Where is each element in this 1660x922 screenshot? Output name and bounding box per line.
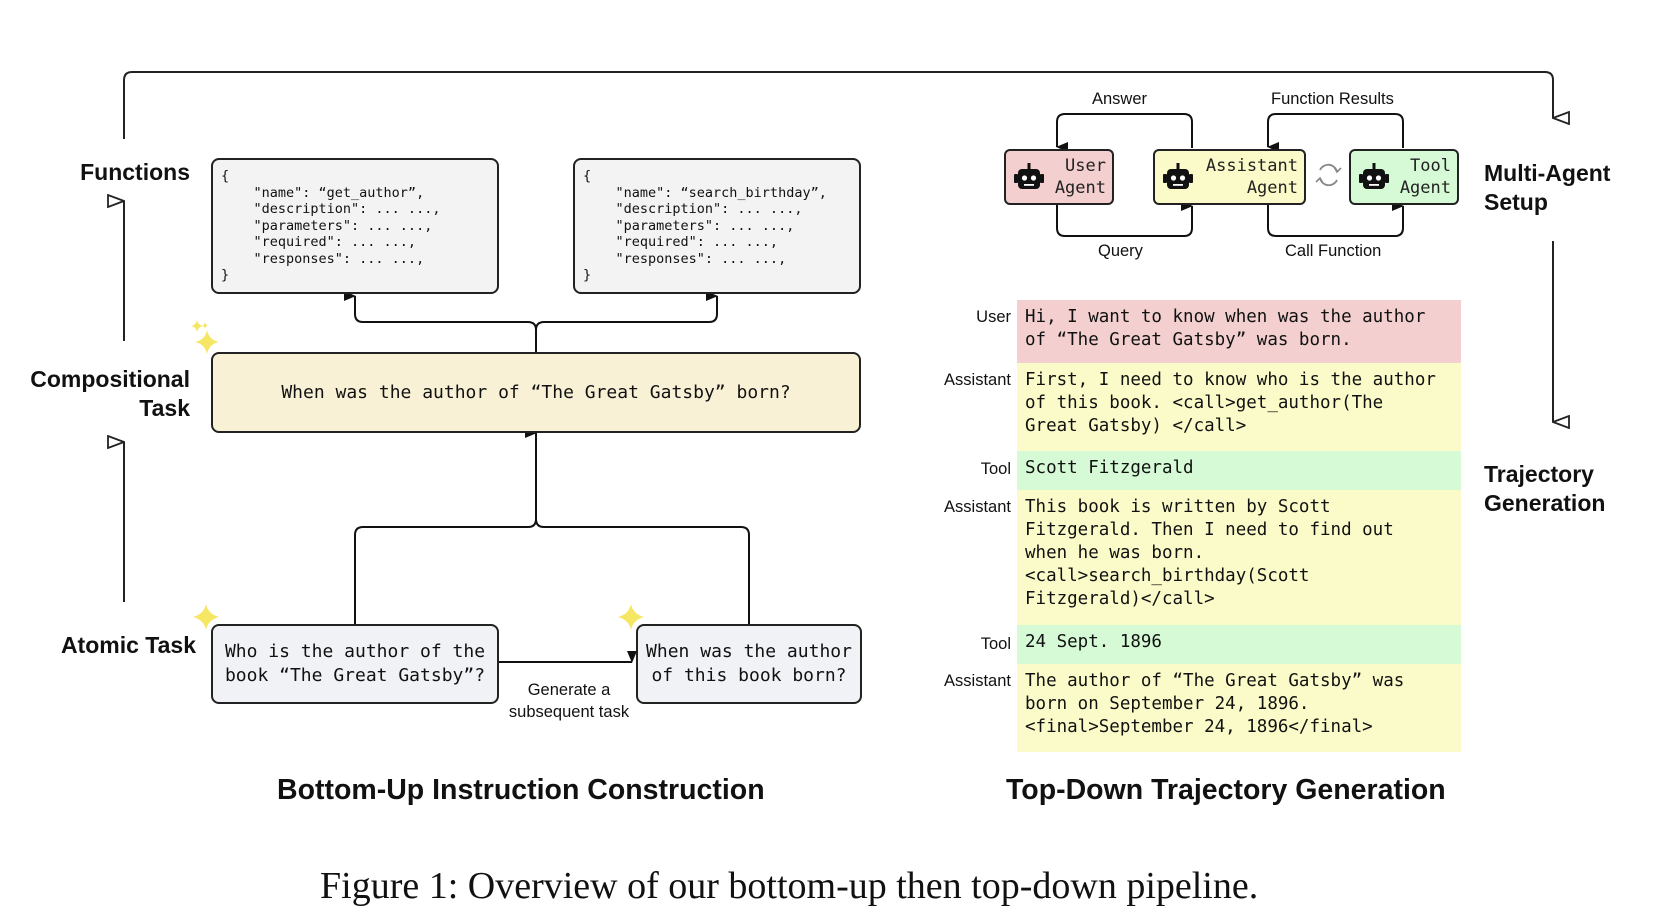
- atomic-task-text-1: Who is the author of the book “The Great…: [224, 641, 486, 686]
- role-label-tool: Tool: [980, 635, 1011, 653]
- message-user: Hi, I want to know when was the author o…: [1017, 300, 1461, 363]
- functions-label: Functions: [80, 159, 190, 185]
- robot-icon: [1163, 163, 1193, 189]
- top-bracket-line: [123, 71, 1553, 139]
- comp-to-func2-line: [535, 291, 718, 331]
- assistant-agent-box: Assistant Agent: [1153, 149, 1306, 205]
- refresh-icon: [1315, 163, 1342, 187]
- comp-to-func1-line: [344, 291, 537, 352]
- top-down-title: Top-Down Trajectory Generation: [1006, 774, 1446, 806]
- role-label-tool: Tool: [980, 460, 1011, 478]
- answer-label: Answer: [1092, 90, 1148, 108]
- robot-icon: [1359, 163, 1389, 189]
- message-assistant: This book is written by Scott Fitzgerald…: [1017, 490, 1461, 625]
- tool-agent-box: Tool Agent: [1349, 149, 1459, 205]
- figure-caption: Figure 1: Overview of our bottom-up then…: [320, 865, 1259, 907]
- user-agent-label: User Agent: [1054, 156, 1106, 198]
- atomic1-to-comp-line: [354, 428, 537, 624]
- message-assistant: The author of “The Great Gatsby” was bor…: [1017, 664, 1461, 752]
- compositional-task-text: When was the author of “The Great Gatsby…: [281, 382, 791, 403]
- message-text: 24 Sept. 1896: [1025, 632, 1162, 652]
- atomic-task-box-2: When was the author of this book born?: [636, 624, 862, 704]
- call-function-label: Call Function: [1285, 242, 1382, 260]
- function-box-get-author: { "name": “get_author”, "description": .…: [211, 158, 499, 294]
- message-assistant: First, I need to know who is the author …: [1017, 363, 1461, 451]
- message-text: The author of “The Great Gatsby” was bor…: [1025, 671, 1405, 737]
- message-text: Hi, I want to know when was the author o…: [1025, 307, 1426, 350]
- multi-agent-setup-label: Multi-Agent Setup: [1484, 160, 1611, 215]
- sparkle-icon: [191, 320, 219, 354]
- role-label-assistant: Assistant: [944, 371, 1011, 389]
- message-text: First, I need to know who is the author …: [1025, 370, 1436, 436]
- function-box-search-birthday: { "name": “search_birthday”, "descriptio…: [573, 158, 861, 294]
- assistant-agent-label: Assistant Agent: [1205, 156, 1298, 198]
- atomic-task-label: Atomic Task: [60, 632, 196, 658]
- atomic2-to-comp-line: [535, 518, 750, 624]
- function-results-flow: [1267, 113, 1404, 152]
- message-text: Scott Fitzgerald: [1025, 458, 1194, 478]
- function-results-label: Function Results: [1271, 90, 1394, 108]
- message-tool: Scott Fitzgerald: [1017, 451, 1461, 490]
- trajectory-generation-label: Trajectory Generation: [1484, 461, 1606, 516]
- query-label: Query: [1098, 242, 1143, 260]
- sparkle-icon: [618, 604, 644, 630]
- compositional-task-box: When was the author of “The Great Gatsby…: [211, 352, 861, 433]
- call-function-flow: [1267, 201, 1404, 237]
- tool-agent-label: Tool Agent: [1399, 156, 1451, 198]
- atomic-task-box-1: Who is the author of the book “The Great…: [211, 624, 499, 704]
- query-flow: [1056, 201, 1193, 237]
- role-label-assistant: Assistant: [944, 498, 1011, 516]
- message-text: This book is written by Scott Fitzgerald…: [1025, 497, 1394, 609]
- answer-flow: [1056, 113, 1193, 152]
- bottom-up-title: Bottom-Up Instruction Construction: [277, 774, 765, 806]
- role-label-user: User: [976, 308, 1011, 326]
- role-label-assistant: Assistant: [944, 672, 1011, 690]
- generate-subsequent-task-label: Generate a subsequent task: [508, 681, 630, 721]
- message-tool: 24 Sept. 1896: [1017, 625, 1461, 664]
- user-agent-box: User Agent: [1004, 149, 1114, 205]
- compositional-task-label: Compositional Task: [30, 366, 190, 421]
- robot-icon: [1014, 163, 1044, 189]
- atomic-task-text-2: When was the author of this book born?: [646, 641, 852, 686]
- sparkle-icon: [193, 604, 219, 630]
